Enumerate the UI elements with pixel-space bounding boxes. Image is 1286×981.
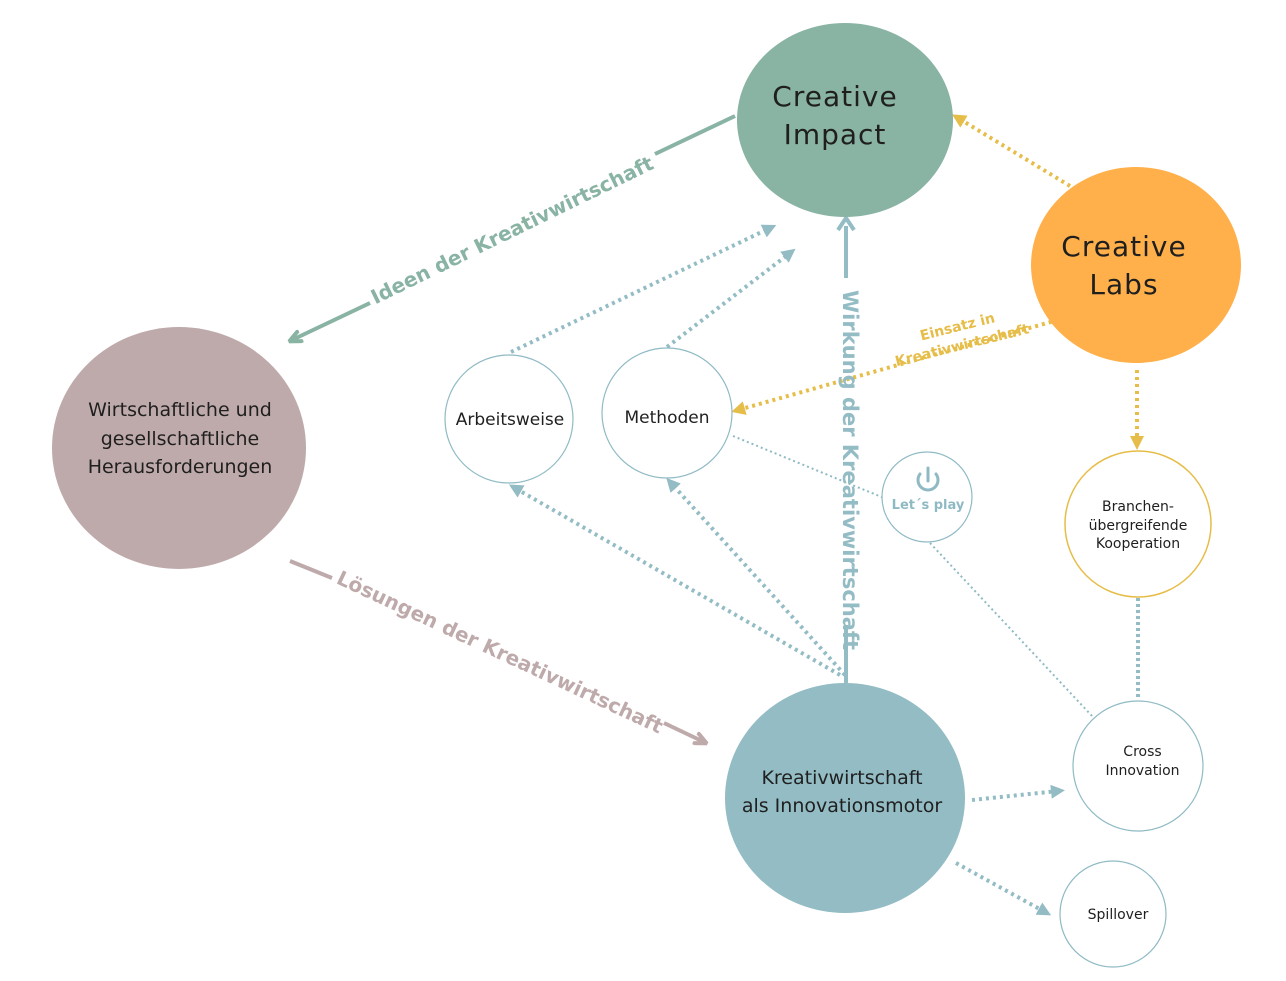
edge-label-wirkung: Wirkung der Kreativwirtschaft: [838, 290, 862, 651]
power-icon: [916, 466, 940, 492]
node-methoden-label: Methoden: [624, 408, 710, 428]
arrow-methoden-impact: [665, 248, 796, 349]
arrow-motor-methoden: [666, 477, 847, 677]
node-creative-labs-blob: [1031, 167, 1241, 363]
arrow-motor-spillover: [955, 861, 1052, 916]
connector-letsplay-crossinnovation: [929, 542, 1093, 717]
node-creative-impact-label: Creative Impact: [772, 80, 898, 151]
node-crossinnovation-label: Cross Innovation: [1105, 744, 1180, 779]
node-spillover-label: Spillover: [1087, 906, 1149, 923]
node-crossinnovation-circle: [1072, 700, 1204, 832]
node-challenges-label: Wirtschaftliche und gesellschaftliche He…: [87, 399, 273, 479]
node-branchen-label: Branchen- übergreifende Kooperation: [1088, 498, 1188, 553]
node-motor-label: Kreativwirtschaft als Innovationsmotor: [741, 766, 943, 818]
arrow-wirkung-head: [836, 214, 856, 232]
node-challenges-blob: [52, 327, 306, 569]
arrow-ideen-segment-1: [654, 114, 736, 156]
arrow-loesungen-segment-2: [663, 721, 704, 742]
arrow-labs-methoden: [731, 316, 1066, 415]
connector-methoden-crossinnovation: [732, 435, 885, 499]
node-letsplay-circle: [881, 451, 973, 543]
arrow-motor-arbeitsweise: [508, 484, 841, 677]
node-creative-impact-blob: [737, 23, 953, 217]
node-arbeitsweise-circle: [444, 354, 574, 484]
node-branchen-circle: [1064, 450, 1212, 598]
node-motor-blob: [725, 683, 965, 913]
node-creative-labs-label: Creative Labs: [1061, 230, 1187, 301]
node-arbeitsweise-label: Arbeitsweise: [455, 410, 565, 430]
node-letsplay-label: Let´s play: [891, 498, 965, 513]
arrow-loesungen-segment-1: [289, 559, 333, 580]
node-methoden-circle: [601, 347, 733, 479]
arrow-arbeitsweise-impact: [510, 224, 777, 354]
arrow-labs-impact: [952, 114, 1072, 188]
arrow-ideen-segment-2: [292, 301, 371, 340]
node-spillover-circle: [1059, 860, 1167, 968]
arrow-motor-crossinnovation: [971, 784, 1065, 802]
